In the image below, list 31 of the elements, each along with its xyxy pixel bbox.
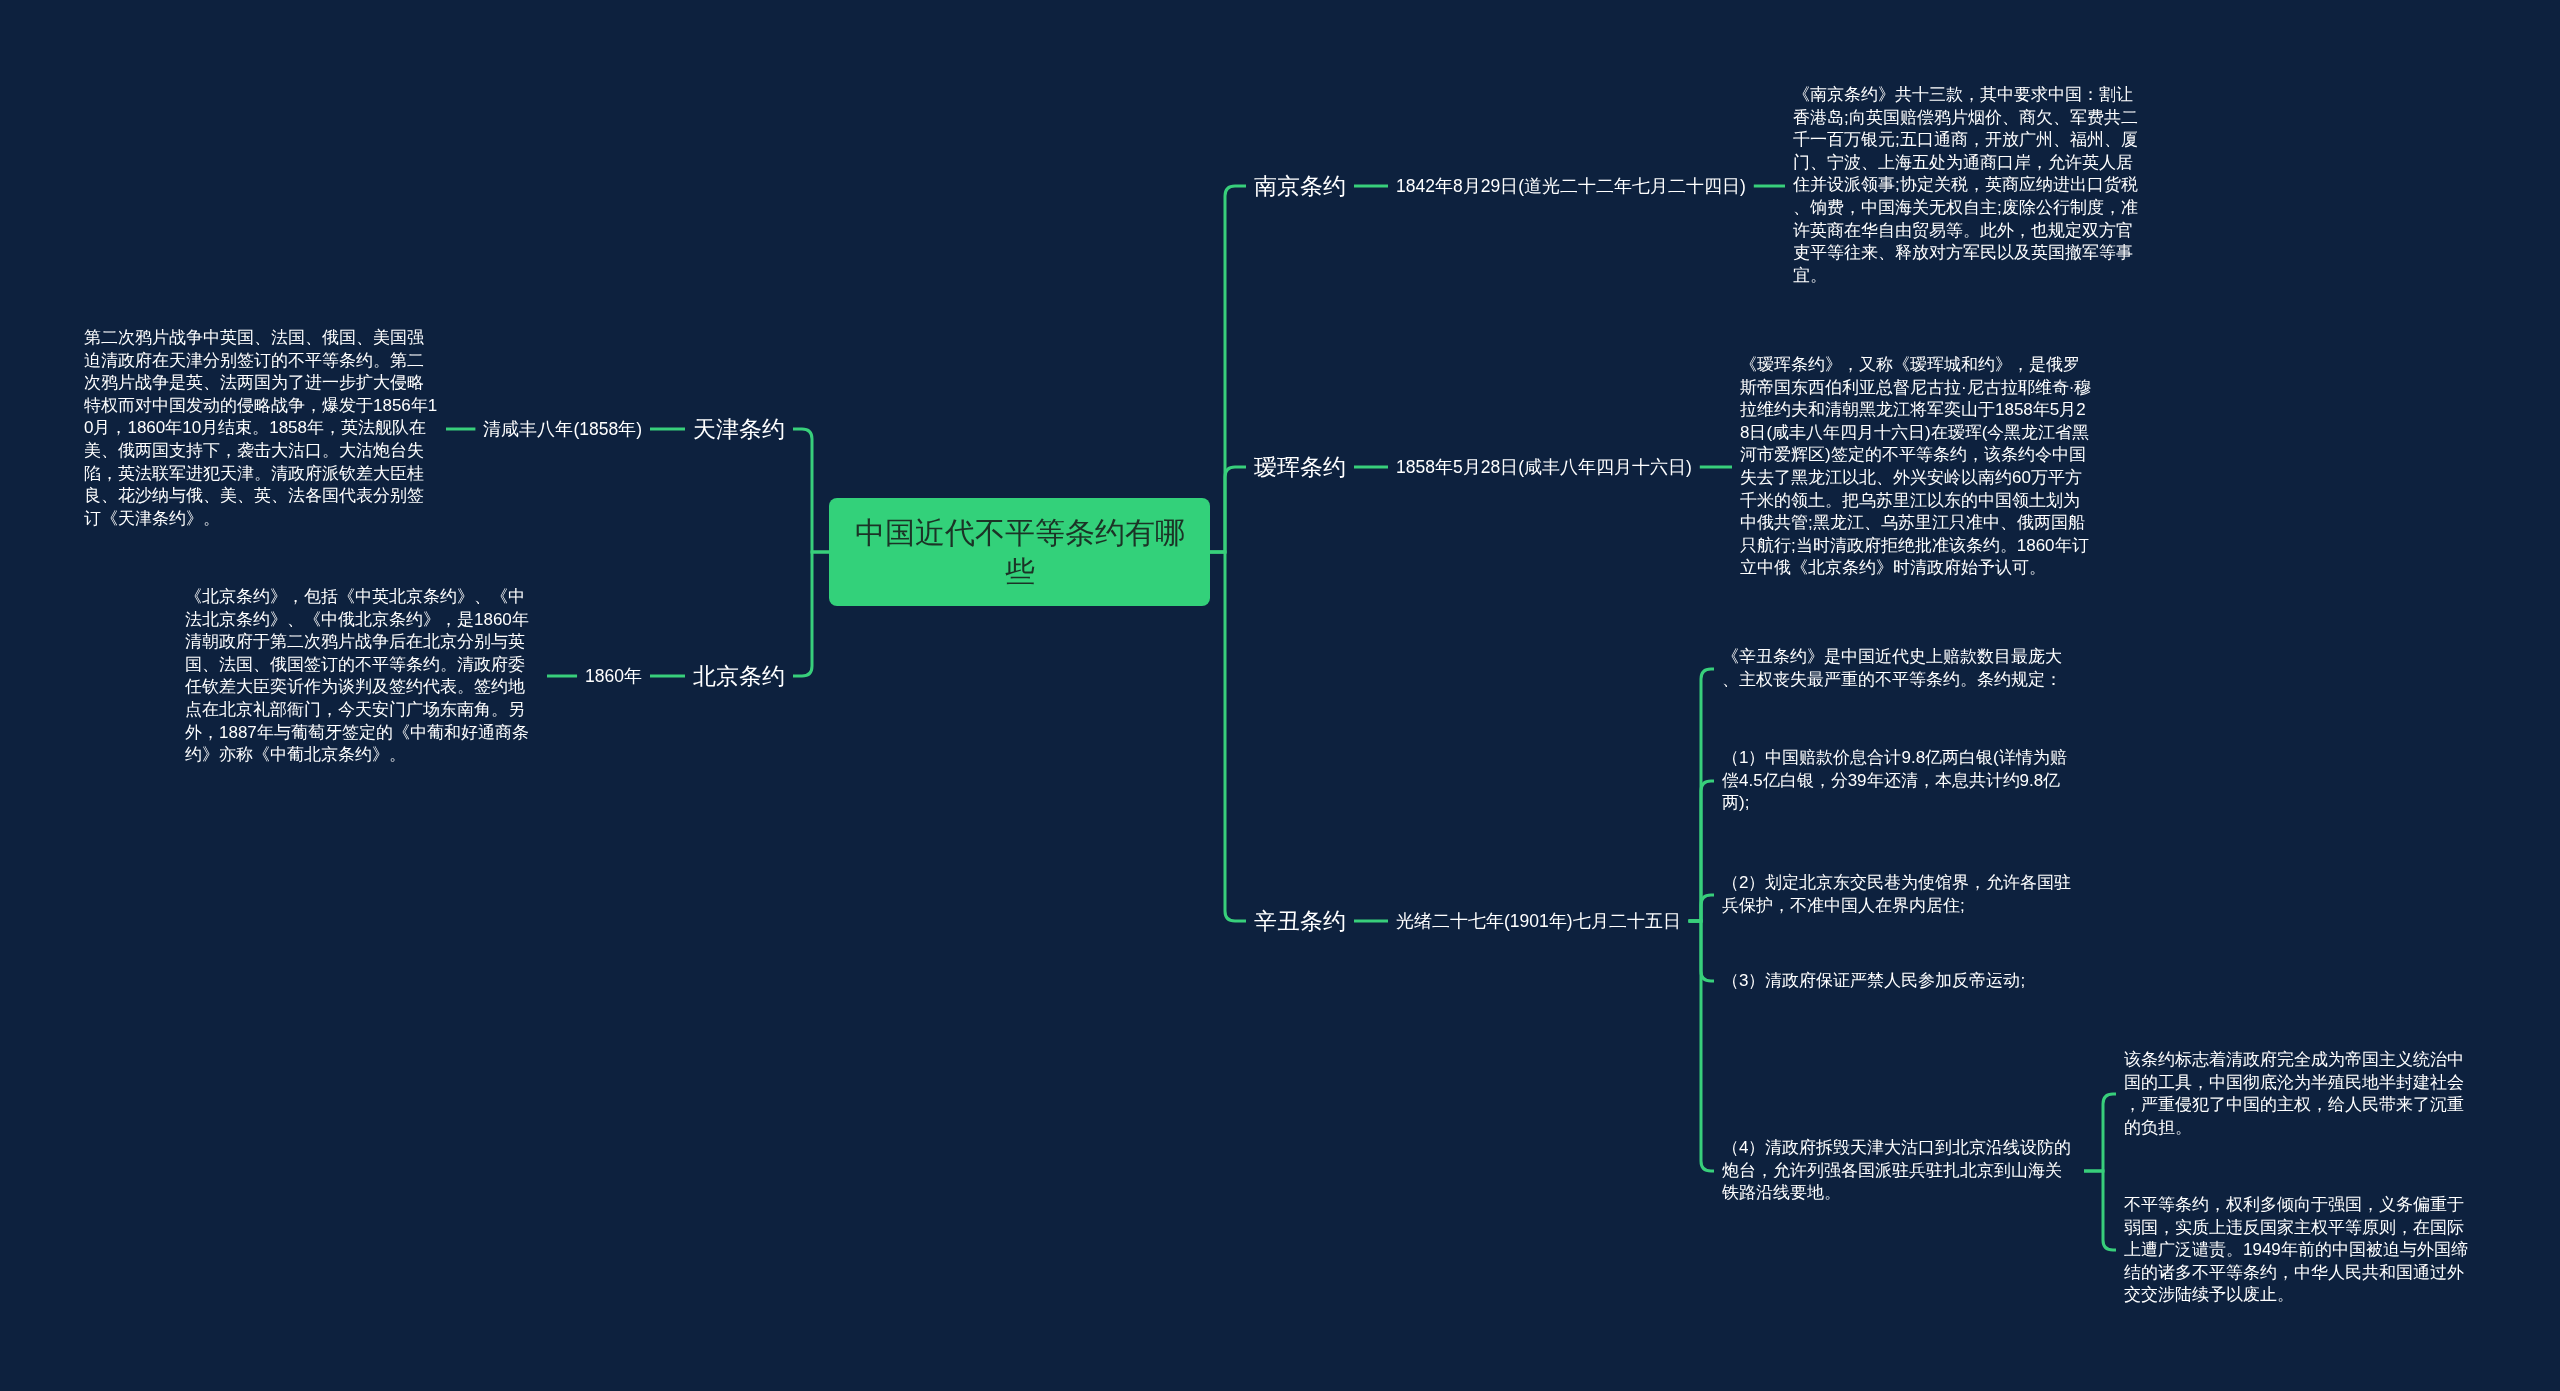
- note-paragraph: 该条约标志着清政府完全成为帝国主义统治中国的工具，中国彻底沦为半殖民地半封建社会，严重侵犯了中国的主权，给人民带来了沉重的负担。: [2116, 1048, 2486, 1140]
- note-paragraph: 《南京条约》共十三款，其中要求中国：割让香港岛;向英国赔偿鸦片烟价、商欠、军费共二千一百万银元;五口通商，开放广州、福州、厦门、宁波、上海五处为通商口岸，允许英人居住并设派领事;协定关税，英商应纳进出口货税、饷费，中国海关无权自主;废除公行制度，准许英商在华自由贸易等。此外，也规定双方官吏平等往来、释放对方军民以及英国撤军等事宜。: [1785, 84, 2155, 288]
- note-paragraph: （3）清政府保证严禁人民参加反帝运动;: [1714, 969, 2084, 993]
- note-paragraph: （1）中国赔款价息合计9.8亿两白银(详情为赔偿4.5亿白银，分39年还清，本息共计约9.8亿两);: [1714, 747, 2084, 815]
- note-paragraph: 《辛丑条约》是中国近代史上赔款数目最庞大、主权丧失最严重的不平等条约。条约规定：: [1714, 646, 2084, 692]
- connector-line: [1354, 465, 1388, 469]
- date-label: 光绪二十七年(1901年)七月二十五日: [1388, 909, 1689, 933]
- connector-line: [1354, 919, 1388, 923]
- date-label: 清咸丰八年(1858年): [475, 417, 650, 441]
- date-label: 1842年8月29日(道光二十二年七月二十四日): [1388, 174, 1754, 198]
- note-paragraph: 《北京条约》，包括《中英北京条约》、《中法北京条约》、《中俄北京条约》，是1860年清朝政府于第二次鸦片战争后在北京分别与英国、法国、俄国签订的不平等条约。清政府委任钦差大臣奕䜣作为谈判及签约代表。签约地点在北京礼部衙门，今天安门广场东南角。另外，1887年与葡萄牙签定的《中葡和好通商条约》亦称《中葡北京条约》。: [177, 585, 547, 767]
- note-paragraph: 《瑷珲条约》，又称《瑷珲城和约》，是俄罗斯帝国东西伯利亚总督尼古拉·尼古拉耶维奇·穆拉维约夫和清朝黑龙江将军奕山于1858年5月28日(咸丰八年四月十六日)在瑷珲(今黑龙江省黑河市爱辉区)签定的不平等条约，该条约令中国失去了黑龙江以北、外兴安岭以南约60万平方千米的领土。把乌苏里江以东的中国领土划为中俄共管;黑龙江、乌苏里江只准中、俄两国船只航行;当时清政府拒绝批准该条约。1860年订立中俄《北京条约》时清政府始予认可。: [1732, 354, 2102, 580]
- note-paragraph: 第二次鸦片战争中英国、法国、俄国、美国强迫清政府在天津分别签订的不平等条约。第二次鸦片战争是英、法两国为了进一步扩大侵略特权而对中国发动的侵略战争，爆发于1856年10月，1860年10月结束。1858年，英法舰队在美、俄两国支持下，袭击大沽口。大沽炮台失陷，英法联军进犯天津。清政府派钦差大臣桂良、花沙纳与俄、美、英、法各国代表分别签订《天津条约》。: [76, 327, 446, 531]
- connector-line: [650, 427, 685, 431]
- date-label: 1858年5月28日(咸丰八年四月十六日): [1388, 455, 1700, 479]
- branch-title: 辛丑条约: [1246, 906, 1354, 936]
- connector-line: [1699, 465, 1732, 469]
- note-paragraph: 不平等条约，权利多倾向于强国，义务偏重于弱国，实质上违反国家主权平等原则，在国际上遭广泛谴责。1949年前的中国被迫与外国缔结的诸多不平等条约，中华人民共和国通过外交交涉陆续予以废止。: [2116, 1193, 2486, 1307]
- central-topic-box: 中国近代不平等条约有哪些: [829, 498, 1210, 606]
- connector-line: [1354, 184, 1388, 188]
- connector-line: [446, 427, 476, 431]
- note-paragraph: （4）清政府拆毁天津大沽口到北京沿线设防的炮台，允许列强各国派驻兵驻扎北京到山海关铁路沿线要地。: [1714, 1137, 2084, 1205]
- connector-line: [650, 674, 685, 678]
- connector-line: [547, 674, 578, 678]
- branch-title: 北京条约: [685, 661, 793, 691]
- connector-line: [1753, 184, 1785, 188]
- branch-title: 南京条约: [1246, 171, 1354, 201]
- date-label: 1860年: [577, 664, 650, 688]
- branch-title: 天津条约: [685, 414, 793, 444]
- branch-title: 瑷珲条约: [1246, 452, 1354, 482]
- note-paragraph: （2）划定北京东交民巷为使馆界，允许各国驻兵保护，不准中国人在界内居住;: [1714, 872, 2084, 918]
